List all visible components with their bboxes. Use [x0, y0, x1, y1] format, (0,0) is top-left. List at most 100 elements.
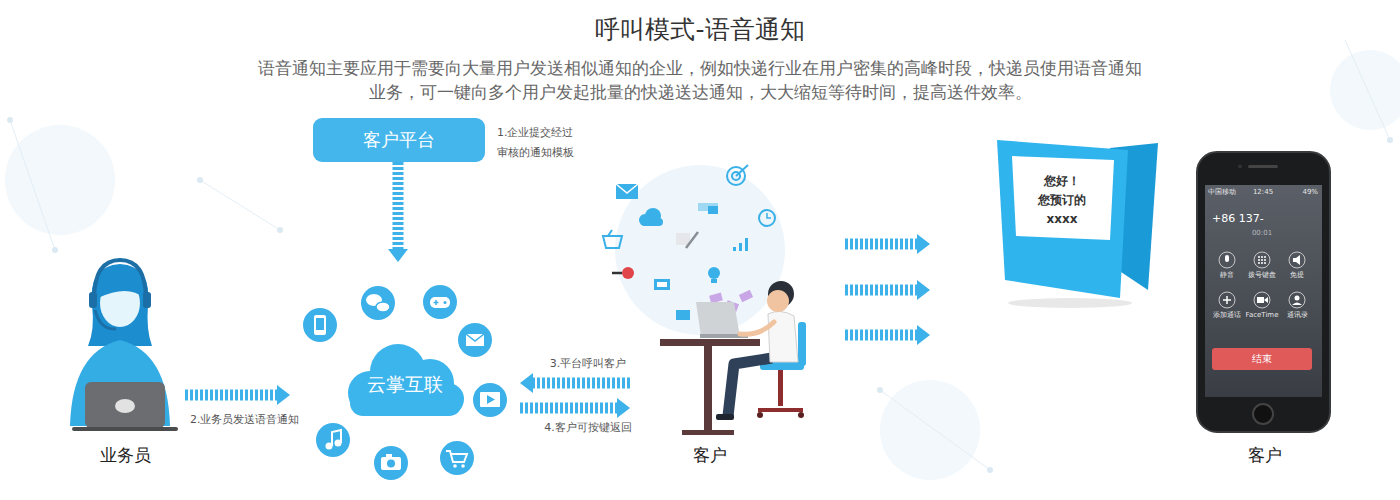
seated-man — [716, 281, 806, 420]
hub-icons — [374, 446, 408, 480]
phone-figure — [1197, 152, 1330, 432]
desk-and-laptop — [660, 302, 760, 435]
agent-figure — [94, 260, 146, 300]
seated-man — [798, 412, 804, 418]
button-caption: FaceTime — [1240, 311, 1284, 320]
floating-icons — [745, 238, 748, 251]
floating-icons — [616, 184, 638, 193]
background-network — [880, 380, 980, 480]
floating-icons — [708, 267, 720, 279]
floating-icons — [608, 230, 612, 236]
phone-figure — [1264, 262, 1266, 264]
floating-icons — [657, 282, 667, 287]
phone-figure — [1289, 252, 1305, 268]
floating-icons — [603, 236, 622, 248]
status-carrier: 中国移动 — [1208, 188, 1238, 197]
status-time: 12:45 — [1248, 188, 1278, 197]
floating-icons — [686, 232, 698, 248]
agent-figure — [95, 310, 116, 329]
striped-arrow — [845, 325, 930, 345]
background-network — [7, 117, 13, 123]
phone-figure — [1293, 255, 1300, 265]
striped-arrow — [388, 162, 408, 262]
speech-bubble: 您好！ 您预订的 xxxx — [930, 135, 1160, 350]
phone-figure — [1295, 296, 1300, 301]
arrow-shaft — [845, 330, 917, 341]
speech-bubble-shape — [1012, 156, 1114, 240]
floating-icons — [767, 213, 771, 218]
phone-figure — [1225, 255, 1229, 262]
hub-icons — [361, 286, 395, 320]
floating-icons — [612, 272, 622, 275]
phone-figure — [1219, 292, 1235, 308]
node-text: 云掌互联 — [345, 373, 465, 396]
seated-man — [758, 408, 803, 412]
cloud-hub: 云掌互联 — [290, 262, 520, 480]
arrow-head — [520, 373, 533, 393]
hub-icon-glyphs — [332, 430, 341, 446]
background-network — [200, 180, 280, 230]
phone-figure — [1264, 297, 1268, 303]
step-label: 1.企业提交经过审核的通知模板 — [497, 123, 583, 163]
arrow-shaft — [845, 285, 917, 296]
agent-figure — [143, 292, 151, 308]
hub-icon-glyphs — [453, 464, 457, 468]
phone-figure — [1258, 262, 1260, 264]
button-caption: 免提 — [1277, 271, 1317, 280]
background-network — [52, 247, 58, 253]
phone-figure — [1238, 165, 1242, 169]
phone-figure — [1264, 259, 1266, 261]
button-caption: 添加通话 — [1207, 311, 1247, 320]
floating-icons — [622, 267, 634, 279]
phone-figure — [1261, 259, 1263, 261]
background-network — [10, 120, 55, 250]
button-caption: 通讯录 — [1277, 311, 1317, 320]
phone-figure — [1292, 303, 1302, 306]
background-network — [5, 125, 115, 235]
money-bills — [739, 290, 753, 302]
speech-bubble-shape — [997, 140, 1158, 308]
node-text: 客户 — [670, 445, 750, 466]
background-network — [877, 387, 883, 393]
hub-icons — [423, 285, 457, 319]
floating-icons — [708, 206, 718, 214]
agent-node: 业务员 — [60, 270, 185, 470]
arrow-shaft — [520, 403, 617, 414]
background-network — [987, 467, 993, 473]
money-bills — [709, 293, 723, 304]
phone-figure — [1261, 262, 1263, 264]
phone-figure — [1254, 292, 1270, 308]
customer-node: 客户 — [630, 150, 845, 470]
phone-figure — [1223, 296, 1231, 304]
hub-icons — [303, 308, 337, 342]
step-label: 3.平台呼叫客户 — [530, 357, 646, 371]
background-network — [1330, 50, 1400, 130]
hub-icons — [303, 285, 507, 480]
striped-arrow — [520, 373, 630, 393]
seated-man — [728, 358, 772, 416]
phone-figure — [1253, 404, 1273, 424]
seated-man — [798, 322, 806, 366]
hub-icon-glyphs — [461, 464, 465, 468]
floating-icons — [676, 310, 690, 320]
button-caption: 拨号键盘 — [1242, 271, 1282, 280]
phone-figure — [1248, 165, 1278, 168]
background-network — [1387, 137, 1393, 143]
background-network — [5, 40, 1400, 480]
striped-arrow — [845, 234, 930, 254]
desk-and-laptop — [704, 346, 712, 432]
hub-icon-glyphs — [444, 301, 447, 304]
call-timer: 00:01 — [1242, 229, 1282, 238]
hub-icon-glyphs — [446, 451, 467, 462]
arrow-shaft — [393, 162, 404, 249]
floating-icons — [603, 165, 775, 320]
hub-icon-glyphs — [434, 300, 439, 305]
node-text: 业务员 — [85, 445, 165, 466]
hub-icon-glyphs — [376, 302, 390, 312]
speech-bubble-shape — [997, 140, 1128, 298]
arrow-head — [917, 280, 930, 300]
agent-figure — [72, 427, 178, 431]
striped-arrow — [185, 385, 290, 405]
node-text: 客户平台 — [363, 128, 435, 152]
seated-man — [767, 290, 789, 312]
